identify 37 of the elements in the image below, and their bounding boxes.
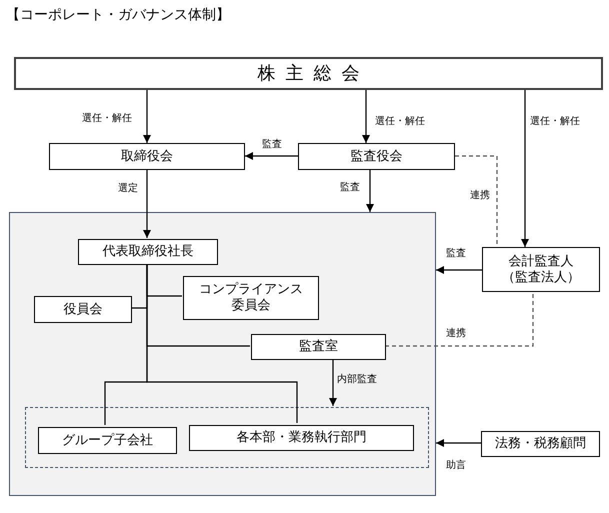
- heading: 【コーポレート・ガバナンス体制】: [6, 6, 230, 24]
- org-box: 役員会: [34, 296, 132, 323]
- arrow: [366, 170, 374, 212]
- edge-label: 選任・解任: [82, 113, 132, 125]
- panel: [9, 212, 436, 496]
- org-box: 取締役会: [49, 143, 245, 170]
- org-box: 監査役会: [298, 143, 455, 170]
- group-frame: [25, 407, 429, 468]
- connector-line: [146, 264, 298, 423]
- edge-label: 連携: [470, 190, 490, 202]
- arrow: [329, 359, 337, 406]
- edge-label: 連携: [446, 328, 466, 340]
- meeting-box: 株主総会: [14, 57, 603, 90]
- arrow: [521, 90, 529, 247]
- edge-label: 選任・解任: [530, 116, 580, 128]
- org-box: 会計監査人（監査法人）: [482, 247, 600, 292]
- org-box: 監査室: [251, 334, 386, 360]
- edge-label: 助言: [446, 460, 466, 472]
- org-box: 代表取締役社長: [78, 239, 218, 265]
- arrow: [436, 266, 482, 274]
- edge-label: 監査: [262, 139, 282, 151]
- edge-label: 選任・解任: [375, 116, 425, 128]
- dashed-line: [455, 155, 498, 247]
- dashed-line: [385, 292, 534, 347]
- arrow: [245, 152, 298, 160]
- org-box: コンプライアンス委員会: [183, 276, 319, 320]
- edge-label: 監査: [340, 182, 360, 194]
- arrow: [436, 439, 481, 447]
- org-box: 法務・税務顧問: [481, 431, 600, 457]
- org-box: グループ子会社: [38, 427, 177, 454]
- arrow: [143, 170, 151, 238]
- edge-label: 選定: [118, 183, 138, 195]
- edge-label: 内部監査: [337, 374, 377, 386]
- arrow: [362, 90, 370, 143]
- arrow: [143, 90, 151, 143]
- org-box: 各本部・業務執行部門: [189, 425, 414, 451]
- edge-label: 監査: [446, 248, 466, 260]
